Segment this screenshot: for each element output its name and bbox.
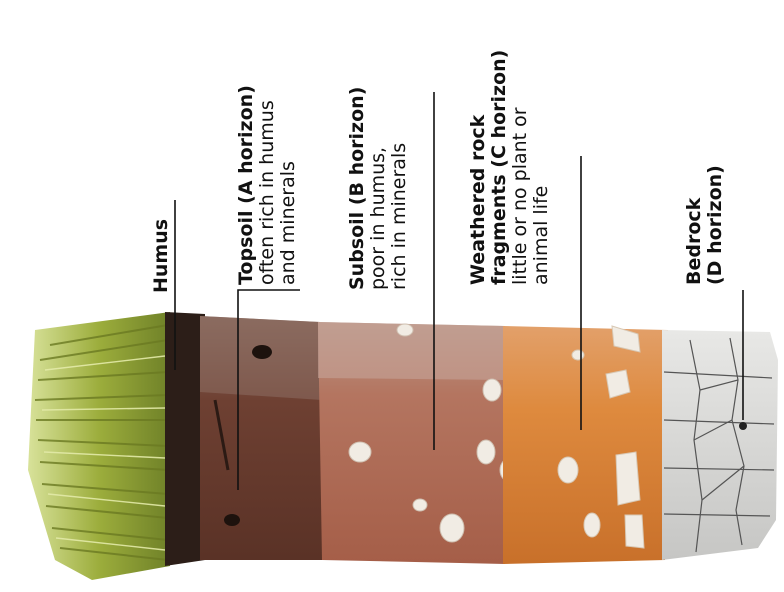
subsoil-title: Subsoil (B horizon)	[347, 87, 368, 290]
bedrock-label: Bedrock (D horizon)	[684, 165, 726, 285]
weathered-rock-layer	[503, 326, 668, 564]
humus-label: Humus	[151, 219, 172, 293]
subsoil-description-line2: rich in minerals	[389, 87, 410, 290]
subsoil-layer	[318, 322, 520, 564]
bedrock-title-line1: Bedrock	[684, 165, 705, 285]
weathered-title-line1: Weathered rock	[468, 50, 489, 285]
weathered-rock-label: Weathered rock fragments (C horizon) lit…	[468, 50, 552, 285]
bedrock-title-line2: (D horizon)	[705, 165, 726, 285]
topsoil-layer	[200, 316, 324, 560]
subsoil-label: Subsoil (B horizon) poor in humus, rich …	[347, 87, 410, 290]
subsoil-description-line1: poor in humus,	[368, 87, 389, 290]
topsoil-description-line1: often rich in humus	[257, 85, 278, 285]
topsoil-description-line2: and minerals	[278, 85, 299, 285]
bedrock-layer	[662, 330, 778, 560]
grass-layer	[28, 312, 170, 580]
topsoil-label: Topsoil (A horizon) often rich in humus …	[236, 85, 299, 285]
topsoil-title: Topsoil (A horizon)	[236, 85, 257, 285]
weathered-description-line1: little or no plant or	[510, 50, 531, 285]
weathered-description-line2: animal life	[531, 50, 552, 285]
humus-layer	[165, 312, 205, 566]
weathered-title-line2: fragments (C horizon)	[489, 50, 510, 285]
humus-title: Humus	[151, 219, 172, 293]
